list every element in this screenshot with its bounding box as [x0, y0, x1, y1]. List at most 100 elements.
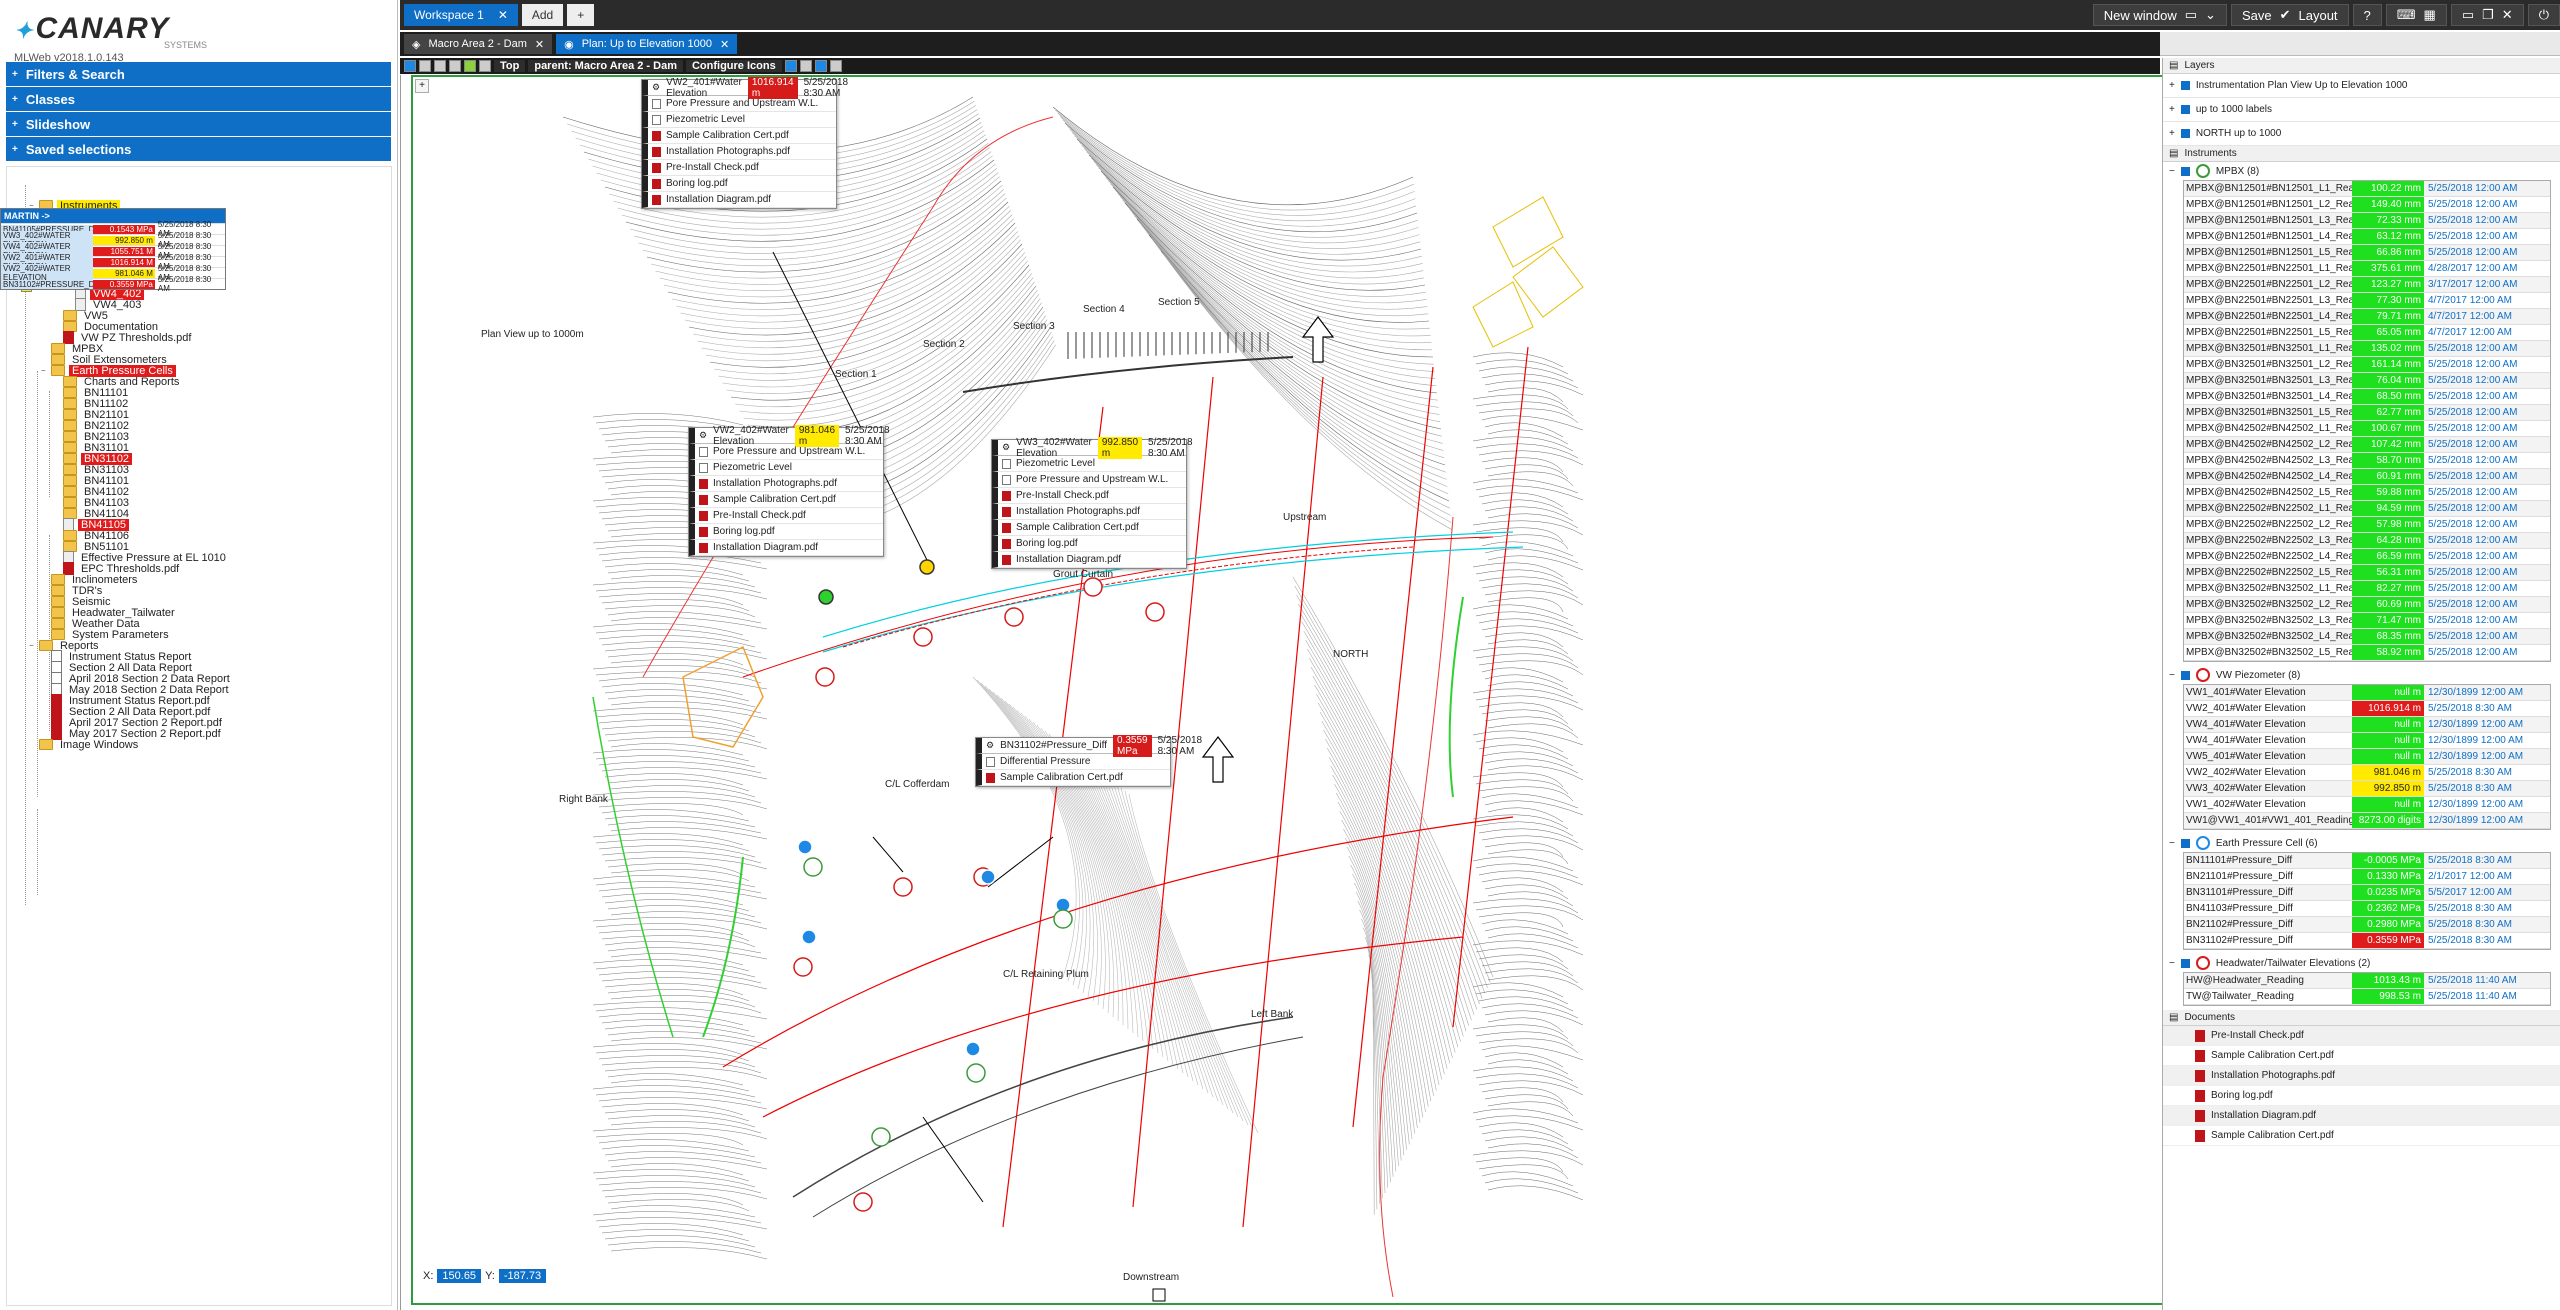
document-item[interactable]: Installation Photographs.pdf — [2163, 1066, 2560, 1086]
chart-icon[interactable] — [784, 60, 797, 72]
tree-node[interactable]: BN41102 — [53, 483, 132, 500]
select-icon[interactable] — [419, 60, 431, 72]
zoom-in-button[interactable]: + — [415, 79, 429, 93]
table-row[interactable]: MPBX@BN32502#BN32502_L4_Reading68.35 mm5… — [2184, 629, 2550, 645]
collapse-icon[interactable]: − — [29, 201, 34, 210]
popup-item[interactable]: Pore Pressure and Upstream W.L. — [992, 472, 1186, 488]
popup-item[interactable]: Sample Calibration Cert.pdf — [642, 128, 836, 144]
power-button[interactable]: ⏻ — [2527, 4, 2560, 26]
tree-node[interactable]: April 2017 Section 2 Report.pdf — [41, 714, 225, 731]
collapse-icon[interactable]: − — [2169, 669, 2175, 681]
table-row[interactable]: MPBX@BN12501#BN12501_L2_Reading149.40 mm… — [2184, 197, 2550, 213]
popup-item[interactable]: Boring log.pdf — [992, 536, 1186, 552]
group-hw[interactable]: −Headwater/Tailwater Elevations (2) — [2163, 954, 2560, 972]
table-row[interactable]: MPBX@BN32501#BN32501_L5_Reading62.77 mm5… — [2184, 405, 2550, 421]
collapse-icon[interactable]: − — [2169, 837, 2175, 849]
tree-node[interactable]: BN21102 — [53, 417, 132, 434]
popup-item[interactable]: Pre-Install Check.pdf — [689, 508, 883, 524]
tree-node[interactable]: May 2018 Section 2 Data Report — [41, 681, 232, 698]
layer-item[interactable]: +Instrumentation Plan View Up to Elevati… — [2163, 74, 2560, 98]
tree-node[interactable]: BN41101 — [53, 472, 132, 489]
configure-icons-button[interactable]: Configure Icons — [685, 60, 782, 72]
minimize-button[interactable]: ▭❐✕ — [2450, 4, 2524, 26]
tree-node[interactable]: VW PZ Thresholds.pdf — [53, 329, 194, 346]
pressure-cell-icon[interactable] — [965, 1041, 981, 1057]
add-tab[interactable]: Add — [521, 4, 564, 26]
refresh-icon[interactable] — [479, 60, 491, 72]
mpbx-icon[interactable] — [803, 857, 823, 877]
group-vw[interactable]: −VW Piezometer (8) — [2163, 666, 2560, 684]
close-icon[interactable]: ✕ — [497, 8, 508, 22]
table-row[interactable]: MPBX@BN32502#BN32502_L5_Reading58.92 mm5… — [2184, 645, 2550, 661]
workspace-tab[interactable]: Workspace 1✕ — [404, 4, 518, 26]
expand-icon[interactable]: + — [2169, 128, 2175, 139]
tree-node[interactable]: BN31103 — [53, 461, 132, 478]
table-row[interactable]: MPBX@BN22502#BN22502_L4_Reading66.59 mm5… — [2184, 549, 2550, 565]
popup-item[interactable]: Installation Photographs.pdf — [642, 144, 836, 160]
table-row[interactable]: MPBX@BN42502#BN42502_L4_Reading60.91 mm5… — [2184, 469, 2550, 485]
table-row[interactable]: MPBX@BN22501#BN22501_L1_Reading375.61 mm… — [2184, 261, 2550, 277]
vw-piezometer-icon[interactable] — [913, 627, 933, 647]
tree-node[interactable]: −Reports — [29, 637, 102, 654]
popup-item[interactable]: Installation Diagram.pdf — [689, 540, 883, 556]
zoom-icon[interactable] — [449, 60, 461, 72]
document-item[interactable]: Sample Calibration Cert.pdf — [2163, 1126, 2560, 1146]
table-row[interactable]: MPBX@BN22502#BN22502_L2_Reading57.98 mm5… — [2184, 517, 2550, 533]
tree-node[interactable]: April 2018 Section 2 Data Report — [41, 670, 233, 687]
tree-node[interactable]: EPC Thresholds.pdf — [53, 560, 182, 577]
vw-piezometer-icon[interactable] — [1004, 607, 1024, 627]
table-row[interactable]: MPBX@BN12501#BN12501_L5_Reading66.86 mm5… — [2184, 245, 2550, 261]
mpbx-icon[interactable] — [1053, 909, 1073, 929]
collapse-icon[interactable]: − — [41, 366, 46, 375]
tree-node[interactable]: BN41103 — [53, 494, 132, 511]
popup-item[interactable]: Sample Calibration Cert.pdf — [689, 492, 883, 508]
accordion-saved-selections[interactable]: +Saved selections — [6, 137, 391, 161]
table-row[interactable]: MPBX@BN42502#BN42502_L3_Reading58.70 mm5… — [2184, 453, 2550, 469]
mpbx-icon[interactable] — [966, 1063, 986, 1083]
popup-item[interactable]: Boring log.pdf — [642, 176, 836, 192]
table-row[interactable]: MPBX@BN22502#BN22502_L5_Reading56.31 mm5… — [2184, 565, 2550, 581]
vw-piezometer-icon[interactable] — [893, 877, 913, 897]
pressure-cell-icon[interactable] — [801, 929, 817, 945]
tree-node[interactable]: −Earth Pressure Cells — [41, 362, 176, 379]
table-row[interactable]: MPBX@BN22501#BN22501_L4_Reading79.71 mm4… — [2184, 309, 2550, 325]
edit-icon[interactable] — [814, 60, 827, 72]
table-row[interactable]: MPBX@BN32501#BN32501_L4_Reading68.50 mm5… — [2184, 389, 2550, 405]
vw-piezometer-icon[interactable] — [1083, 577, 1103, 597]
table-row[interactable]: MPBX@BN12501#BN12501_L3_Reading72.33 mm5… — [2184, 213, 2550, 229]
pressure-cell-icon[interactable] — [797, 839, 813, 855]
tree-node[interactable]: Seismic — [41, 593, 114, 610]
table-row[interactable]: MPBX@BN22502#BN22502_L3_Reading64.28 mm5… — [2184, 533, 2550, 549]
popup-item[interactable]: Piezometric Level — [642, 112, 836, 128]
table-row[interactable]: MPBX@BN32502#BN32502_L3_Reading71.47 mm5… — [2184, 613, 2550, 629]
tree-node[interactable]: System Parameters — [41, 626, 172, 643]
collapse-icon[interactable]: − — [2169, 957, 2175, 969]
vw-piezometer-icon[interactable] — [793, 957, 813, 977]
document-item[interactable]: Installation Diagram.pdf — [2163, 1106, 2560, 1126]
accordion-classes[interactable]: +Classes — [6, 87, 391, 111]
close-icon[interactable]: ✕ — [719, 38, 730, 51]
table-row[interactable]: MPBX@BN42502#BN42502_L1_Reading100.67 mm… — [2184, 421, 2550, 437]
table-row[interactable]: MPBX@BN42502#BN42502_L5_Reading59.88 mm5… — [2184, 485, 2550, 501]
table-row[interactable]: MPBX@BN32501#BN32501_L3_Reading76.04 mm5… — [2184, 373, 2550, 389]
document-item[interactable]: Pre-Install Check.pdf — [2163, 1026, 2560, 1046]
table-row[interactable]: MPBX@BN22501#BN22501_L2_Reading123.27 mm… — [2184, 277, 2550, 293]
tree-node[interactable]: BN11101 — [53, 384, 131, 401]
group-epc[interactable]: −Earth Pressure Cell (6) — [2163, 834, 2560, 852]
tree-node[interactable]: MPBX — [41, 340, 106, 357]
table-row[interactable]: MPBX@BN12501#BN12501_L4_Reading63.12 mm5… — [2184, 229, 2550, 245]
